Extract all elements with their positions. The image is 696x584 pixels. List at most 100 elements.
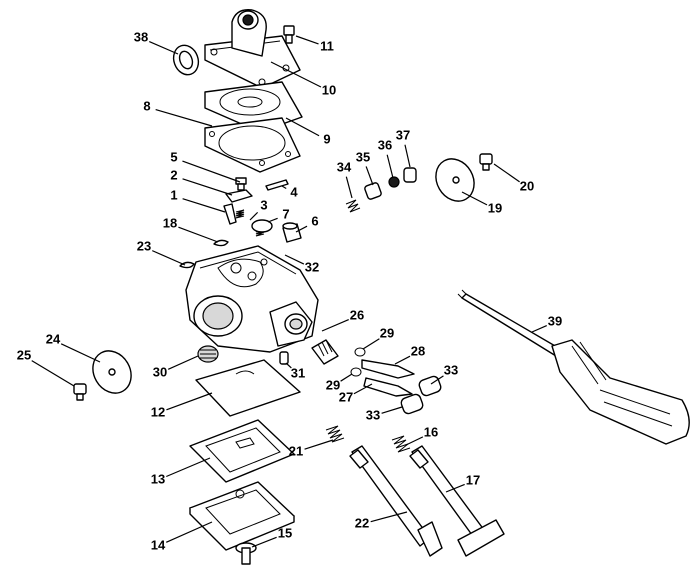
callout-number: 6 xyxy=(311,213,318,228)
leader-line xyxy=(182,178,233,196)
callout-3: 3 xyxy=(249,197,268,221)
part-screw-15 xyxy=(235,542,257,565)
callout-number: 33 xyxy=(366,407,380,422)
part-oring-29b xyxy=(350,367,362,377)
part-ring-38 xyxy=(172,44,200,76)
callout-number: 19 xyxy=(488,200,502,215)
callout-15: 15 xyxy=(251,525,292,548)
callout-4: 4 xyxy=(281,184,298,199)
callout-number: 25 xyxy=(17,347,31,362)
leader-line xyxy=(165,521,213,543)
part-oring-29a xyxy=(354,347,366,357)
callout-39: 39 xyxy=(531,313,562,333)
callout-16: 16 xyxy=(405,424,438,446)
callout-30: 30 xyxy=(153,355,199,379)
callout-number: 3 xyxy=(260,197,267,212)
part-spring-34 xyxy=(345,199,361,213)
callout-8: 8 xyxy=(143,98,213,127)
callout-layer: 1234567891011121314151617181920212223242… xyxy=(17,29,562,552)
leader-line xyxy=(461,191,488,206)
callout-24: 24 xyxy=(46,331,101,363)
leader-line xyxy=(60,343,101,363)
leader-line xyxy=(345,176,353,199)
callout-number: 34 xyxy=(337,159,352,174)
callout-number: 16 xyxy=(424,424,438,439)
part-screw-11 xyxy=(283,25,295,44)
part-screen-30 xyxy=(197,345,219,363)
leader-line xyxy=(531,325,547,333)
callout-number: 10 xyxy=(322,82,336,97)
callout-22: 22 xyxy=(355,511,408,530)
leader-line xyxy=(370,511,408,523)
callout-number: 12 xyxy=(151,404,165,419)
callout-11: 11 xyxy=(295,35,334,53)
callout-26: 26 xyxy=(321,307,364,332)
callout-number: 21 xyxy=(289,443,303,458)
part-carburetor-body xyxy=(185,245,319,353)
part-screw-25 xyxy=(73,383,87,401)
leader-line xyxy=(249,211,259,221)
leader-line xyxy=(493,163,520,183)
callout-number: 29 xyxy=(380,325,394,340)
callout-number: 36 xyxy=(378,137,392,152)
leader-line xyxy=(281,185,287,189)
callout-number: 13 xyxy=(151,471,165,486)
callout-20: 20 xyxy=(493,163,534,193)
callout-33: 33 xyxy=(366,406,403,422)
leader-line xyxy=(149,41,179,55)
leader-line xyxy=(381,406,403,414)
part-sleeve-33a xyxy=(418,375,442,397)
leader-line xyxy=(167,355,199,370)
callout-12: 12 xyxy=(151,392,213,419)
callout-number: 7 xyxy=(282,206,289,221)
callout-6: 6 xyxy=(295,213,319,233)
leader-line xyxy=(267,217,278,223)
part-screwdriver-39 xyxy=(457,289,690,445)
callout-33: 33 xyxy=(430,362,458,385)
callout-number: 1 xyxy=(170,187,177,202)
leader-line xyxy=(365,166,374,186)
callout-5: 5 xyxy=(170,149,241,183)
part-plug-6 xyxy=(282,222,302,243)
part-shaft-17 xyxy=(409,445,505,557)
leader-line xyxy=(178,226,219,243)
callout-35: 35 xyxy=(356,149,374,186)
callout-number: 14 xyxy=(151,537,166,552)
callout-1: 1 xyxy=(170,187,226,213)
callout-31: 31 xyxy=(285,362,305,380)
leader-line xyxy=(404,144,411,168)
part-screw-20 xyxy=(479,153,493,171)
part-gasket xyxy=(204,117,301,173)
callout-34: 34 xyxy=(337,159,353,199)
callout-28: 28 xyxy=(394,343,425,365)
callout-37: 37 xyxy=(396,127,411,168)
callout-36: 36 xyxy=(378,137,394,179)
part-cylinder-37 xyxy=(403,167,417,183)
callout-number: 24 xyxy=(46,331,61,346)
callout-number: 18 xyxy=(163,215,177,230)
leader-line xyxy=(251,536,277,548)
callout-29: 29 xyxy=(362,325,394,350)
callout-number: 28 xyxy=(411,343,425,358)
callout-number: 2 xyxy=(170,167,177,182)
leader-line xyxy=(270,61,322,88)
part-gasket-12 xyxy=(195,359,301,417)
callout-number: 33 xyxy=(444,362,458,377)
part-needle-28 xyxy=(361,359,415,379)
part-spring-21 xyxy=(325,425,345,443)
part-needle-1 xyxy=(223,203,237,225)
callout-number: 32 xyxy=(305,259,319,274)
leader-line xyxy=(405,436,424,446)
callout-number: 22 xyxy=(355,515,369,530)
callout-number: 27 xyxy=(339,389,353,404)
part-cover-14 xyxy=(189,481,295,551)
callout-number: 8 xyxy=(143,98,150,113)
leader-line xyxy=(285,362,292,369)
callout-number: 11 xyxy=(320,38,334,53)
leader-line xyxy=(31,360,75,387)
leader-line xyxy=(166,392,213,411)
leader-line xyxy=(445,483,465,493)
part-pin-31 xyxy=(279,351,289,365)
callout-21: 21 xyxy=(289,439,334,458)
